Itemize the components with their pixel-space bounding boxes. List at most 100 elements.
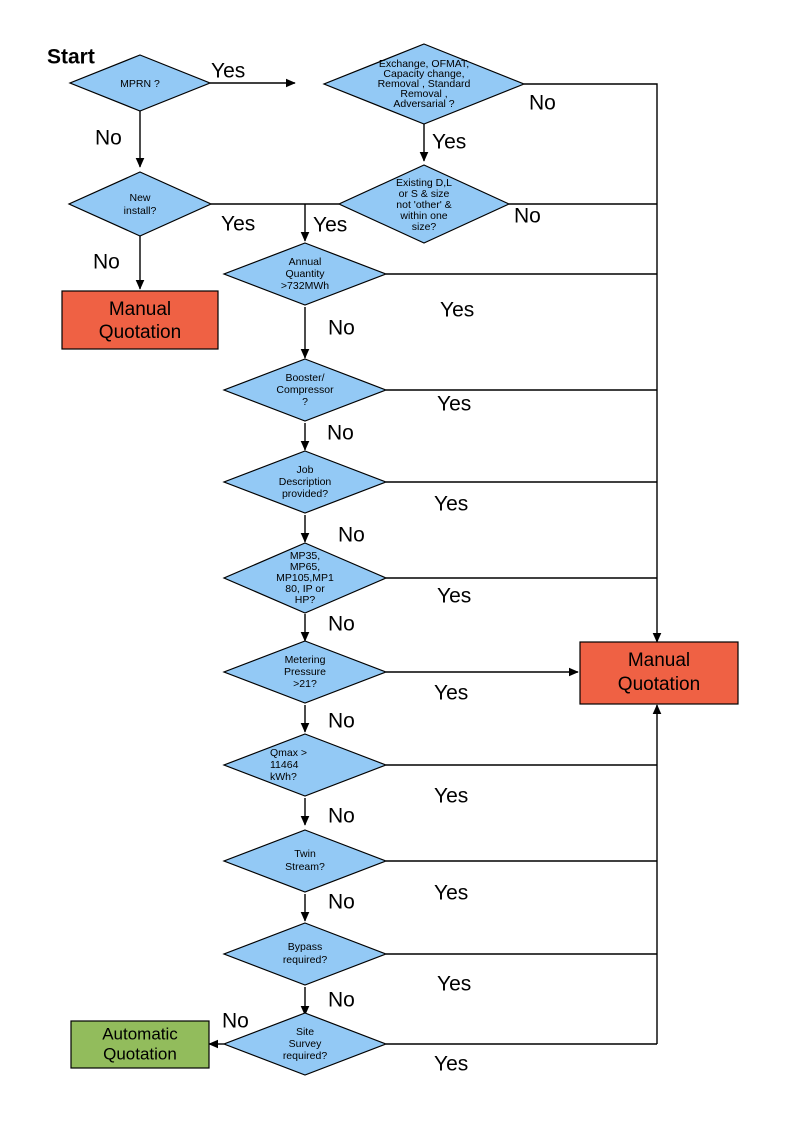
mp-line-5: HP? xyxy=(295,594,316,606)
bypass-line-1: Bypass xyxy=(288,941,322,953)
manual-quotation-right-box[interactable] xyxy=(579,641,739,705)
label-booster-no: No xyxy=(327,422,354,445)
qmax-diamond[interactable] xyxy=(222,733,388,797)
mp-line-4: 80, IP or xyxy=(285,583,325,595)
node-mp-pressure-tier[interactable]: MP35, MP65, MP105,MP1 80, IP or HP? xyxy=(222,542,388,614)
node-new-install[interactable]: New install? xyxy=(67,171,213,237)
booster-line-3: ? xyxy=(302,396,308,408)
mp-line-3: MP105,MP1 xyxy=(276,572,334,584)
label-metering-yes: Yes xyxy=(434,682,468,705)
metering-pressure-diamond[interactable] xyxy=(222,640,388,704)
node-manual-quotation-left[interactable]: Manual Quotation xyxy=(61,290,219,350)
site-line-2: Survey xyxy=(289,1038,322,1050)
edge-labels: Yes No No Yes Yes No Yes No Yes No Yes N… xyxy=(93,60,556,1076)
label-annual-yes: Yes xyxy=(440,299,474,322)
manual-right-line-1: Manual xyxy=(628,650,690,671)
node-manual-quotation-right[interactable]: Manual Quotation xyxy=(579,641,739,705)
auto-line-1: Automatic xyxy=(102,1024,178,1043)
bypass-line-2: required? xyxy=(283,954,328,966)
mprn-label: MPRN ? xyxy=(120,78,160,90)
qmax-line-1: Qmax > xyxy=(270,747,307,759)
exchange-line-1: Exchange, OFMAT, xyxy=(379,58,469,70)
booster-diamond[interactable] xyxy=(222,358,388,422)
label-existing-yes: Yes xyxy=(313,214,347,237)
label-new-install-yes: Yes xyxy=(221,213,255,236)
existing-line-1: Existing D,L xyxy=(396,177,452,189)
label-bypass-yes: Yes xyxy=(437,973,471,996)
node-site-survey[interactable]: Site Survey required? xyxy=(222,1012,388,1076)
metering-line-1: Metering xyxy=(285,654,326,666)
edge-exchange-no xyxy=(524,83,662,643)
node-job-description[interactable]: Job Description provided? xyxy=(222,450,388,514)
manual-left-line-1: Manual xyxy=(109,299,171,320)
booster-line-2: Compressor xyxy=(276,384,334,396)
site-line-3: required? xyxy=(283,1050,328,1062)
existing-line-4: within one xyxy=(399,210,447,222)
auto-line-2: Quotation xyxy=(103,1044,177,1063)
label-job-yes: Yes xyxy=(434,493,468,516)
node-exchange[interactable]: Exchange, OFMAT, Capacity change, Remova… xyxy=(322,43,526,125)
label-exchange-no: No xyxy=(529,92,556,115)
new-install-line-2: install? xyxy=(124,205,157,217)
mp-line-2: MP65, xyxy=(290,561,320,573)
existing-line-3: not 'other' & xyxy=(396,199,451,211)
node-metering-pressure[interactable]: Metering Pressure >21? xyxy=(222,640,388,704)
new-install-diamond[interactable] xyxy=(67,171,213,237)
node-bypass[interactable]: Bypass required? xyxy=(222,922,388,986)
manual-right-line-2: Quotation xyxy=(618,674,700,695)
node-qmax[interactable]: Qmax > 11464 kWh? xyxy=(222,733,388,797)
label-site-yes: Yes xyxy=(434,1053,468,1076)
label-bypass-no: No xyxy=(328,989,355,1012)
site-survey-diamond[interactable] xyxy=(222,1012,388,1076)
label-exchange-yes: Yes xyxy=(432,131,466,154)
label-new-install-no: No xyxy=(93,251,120,274)
annual-line-1: Annual xyxy=(289,256,322,268)
node-mprn[interactable]: MPRN ? xyxy=(68,54,212,112)
qmax-line-2: 11464 xyxy=(270,759,299,771)
qmax-line-3: kWh? xyxy=(270,771,297,783)
manual-left-line-2: Quotation xyxy=(99,322,181,343)
bypass-diamond[interactable] xyxy=(222,922,388,986)
job-line-1: Job xyxy=(297,464,314,476)
label-annual-no: No xyxy=(328,317,355,340)
exchange-line-3: Removal , Standard xyxy=(378,78,471,90)
booster-line-1: Booster/ xyxy=(285,372,324,384)
label-mprn-yes: Yes xyxy=(211,60,245,83)
label-qmax-no: No xyxy=(328,805,355,828)
exchange-line-2: Capacity change, xyxy=(383,68,464,80)
node-automatic-quotation[interactable]: Automatic Quotation xyxy=(70,1020,210,1069)
mp-pressure-tier-diamond[interactable] xyxy=(222,542,388,614)
label-booster-yes: Yes xyxy=(437,393,471,416)
existing-line-2: or S & size xyxy=(399,188,450,200)
annual-quantity-diamond[interactable] xyxy=(222,242,388,306)
mprn-diamond[interactable] xyxy=(68,54,212,112)
automatic-quotation-box[interactable] xyxy=(70,1020,210,1069)
connectors xyxy=(135,78,662,1049)
annual-line-3: >732MWh xyxy=(281,280,329,292)
node-annual-quantity[interactable]: Annual Quantity >732MWh xyxy=(222,242,388,306)
exchange-diamond[interactable] xyxy=(322,43,526,125)
label-existing-no: No xyxy=(514,205,541,228)
mp-line-1: MP35, xyxy=(290,550,320,562)
job-description-diamond[interactable] xyxy=(222,450,388,514)
node-existing-dls[interactable]: Existing D,L or S & size not 'other' & w… xyxy=(337,164,511,244)
label-metering-no: No xyxy=(328,710,355,733)
existing-dls-diamond[interactable] xyxy=(337,164,511,244)
label-mp-yes: Yes xyxy=(437,585,471,608)
metering-line-2: Pressure xyxy=(284,666,326,678)
label-job-no: No xyxy=(338,524,365,547)
exchange-line-4: Removal , xyxy=(400,88,447,100)
annual-line-2: Quantity xyxy=(285,268,325,280)
node-twin-stream[interactable]: Twin Stream? xyxy=(222,829,388,893)
twin-stream-diamond[interactable] xyxy=(222,829,388,893)
label-mp-no: No xyxy=(328,613,355,636)
label-twin-no: No xyxy=(328,891,355,914)
node-booster[interactable]: Booster/ Compressor ? xyxy=(222,358,388,422)
new-install-line-1: New xyxy=(129,192,150,204)
twin-line-2: Stream? xyxy=(285,861,325,873)
metering-line-3: >21? xyxy=(293,678,317,690)
existing-line-5: size? xyxy=(412,221,437,233)
manual-quotation-left-box[interactable] xyxy=(61,290,219,350)
